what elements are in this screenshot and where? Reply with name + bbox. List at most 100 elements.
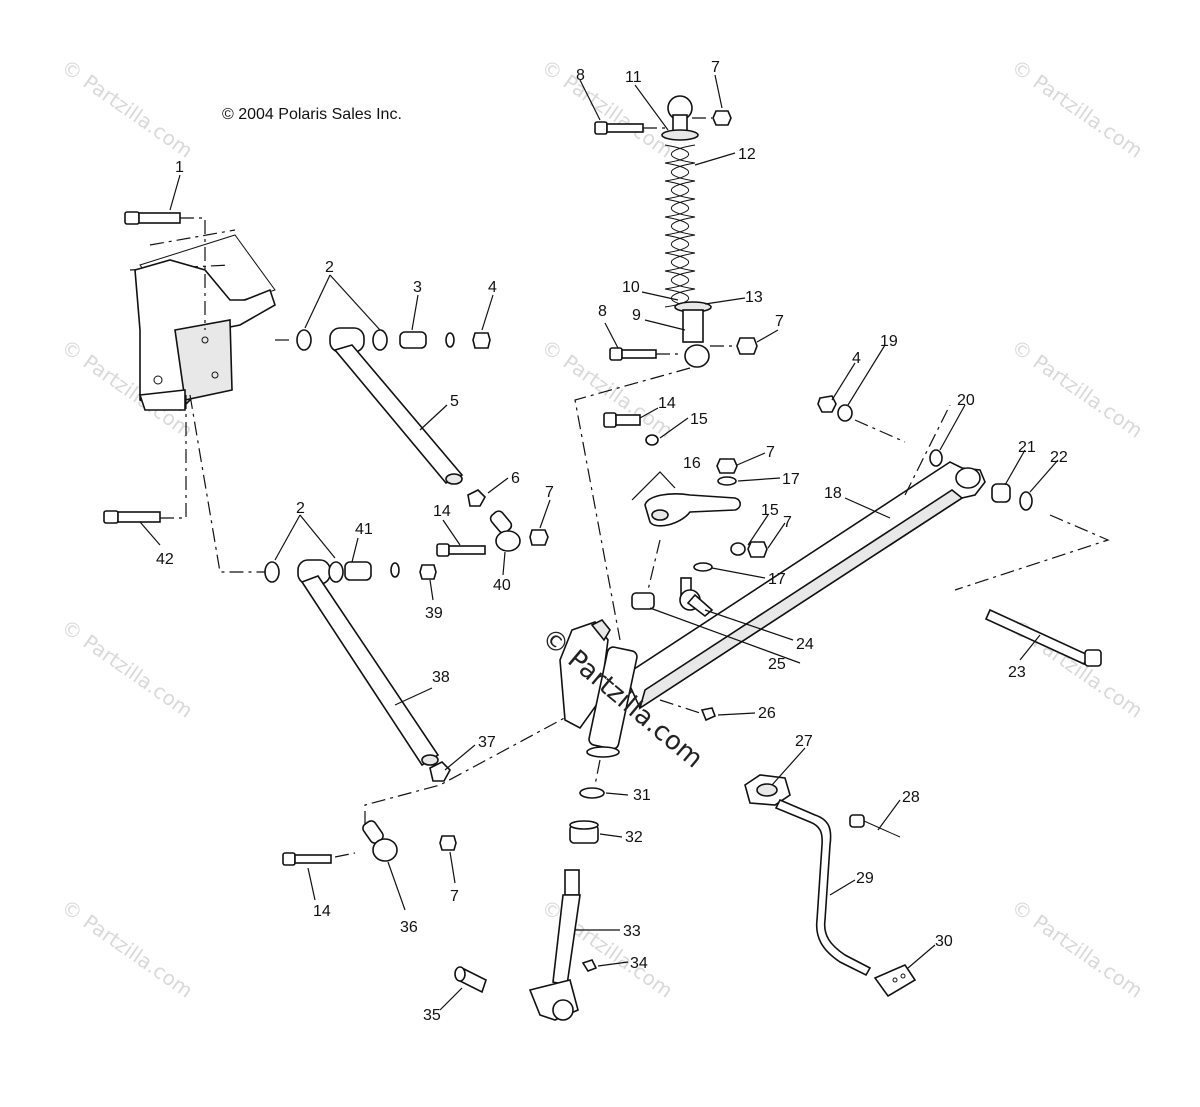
- callout-38: 38: [432, 669, 450, 686]
- nut-4-right: [817, 395, 837, 413]
- trailing-arm-18: [623, 461, 986, 710]
- bolt-8-top: [594, 121, 665, 135]
- callout-34: 34: [630, 955, 648, 972]
- pedal-assembly: [744, 774, 917, 998]
- callout-1: 1: [175, 159, 184, 176]
- washer-19: [837, 404, 853, 422]
- watermark: © Partzilla.com: [57, 894, 197, 1002]
- washer-17-lower: [693, 562, 713, 572]
- shock-absorber: [661, 95, 712, 368]
- lower-a-arm-38: [264, 559, 440, 767]
- callout-5: 5: [450, 393, 459, 410]
- callout-3: 3: [413, 279, 422, 296]
- dash-guide: [854, 419, 906, 443]
- dash-guide: [594, 759, 601, 786]
- steering-arm-16: [631, 471, 742, 527]
- watermark: © Partzilla.com: [57, 54, 197, 162]
- callout-labels: 1 2 3 4 5 6 7 8 11 7 12 10 13 9 8 7 14 1…: [156, 59, 1068, 1024]
- bolt-14-upper: [603, 412, 659, 446]
- callout-42: 42: [156, 551, 174, 568]
- callout-30: 30: [935, 933, 953, 950]
- callout-36: 36: [400, 919, 418, 936]
- leader-lines: [139, 74, 1059, 1011]
- upper-a-arm-5: [296, 327, 464, 485]
- callout-39: 39: [425, 605, 443, 622]
- callout-22: 22: [1050, 449, 1068, 466]
- fitting-34: [581, 959, 598, 972]
- callout-33: 33: [623, 923, 641, 940]
- callout-7: 7: [775, 313, 784, 330]
- watermark: © Partzilla.com: [1007, 54, 1147, 162]
- seal-22: [1019, 491, 1033, 511]
- washer-17: [717, 476, 737, 486]
- callout-16: 16: [683, 455, 701, 472]
- callout-31: 31: [633, 787, 651, 804]
- dash-guide: [659, 699, 701, 714]
- callout-10: 10: [622, 279, 640, 296]
- dash-guide: [364, 714, 571, 825]
- bushing-32: [569, 820, 599, 844]
- spindle-housing: [559, 618, 638, 758]
- bushing-21: [991, 483, 1011, 503]
- callout-41: 41: [355, 521, 373, 538]
- dash-guide: [904, 404, 951, 496]
- callout-37: 37: [478, 734, 496, 751]
- watermark: © Partzilla.com: [1007, 334, 1147, 442]
- rod-end-40: [489, 510, 549, 552]
- washer-31: [579, 787, 605, 799]
- washer-20: [929, 449, 943, 467]
- bushing-35: [454, 966, 487, 994]
- bushing-3: [399, 331, 491, 349]
- callout-15: 15: [761, 502, 779, 519]
- nut-37: [429, 761, 451, 782]
- callout-19: 19: [880, 333, 898, 350]
- callout-25: 25: [768, 656, 786, 673]
- callout-7: 7: [711, 59, 720, 76]
- callout-8: 8: [576, 67, 585, 84]
- callout-17: 17: [782, 471, 800, 488]
- grease-fitting-26: [700, 707, 717, 722]
- callout-12: 12: [738, 146, 756, 163]
- steering-post-33: [528, 869, 581, 1021]
- callout-23: 23: [1008, 664, 1026, 681]
- bolt-1: [124, 211, 206, 330]
- bolt-8-bottom: [609, 347, 682, 361]
- callout-11: 11: [625, 69, 642, 86]
- watermark-layer: © Partzilla.com © Partzilla.com © Partzi…: [57, 54, 1147, 1002]
- callout-7: 7: [450, 888, 459, 905]
- washer-15: [730, 542, 746, 556]
- callout-6: 6: [511, 470, 520, 487]
- dash-guide: [954, 514, 1110, 591]
- callout-13: 13: [745, 289, 763, 306]
- bushing-41: [344, 561, 437, 581]
- rod-end-36: [362, 820, 457, 862]
- callout-35: 35: [423, 1007, 441, 1024]
- callout-17: 17: [768, 571, 786, 588]
- nut-7-shock: [736, 337, 758, 355]
- watermark: © Partzilla.com: [1007, 894, 1147, 1002]
- frame-bracket: [129, 229, 276, 411]
- nut-7-mid: [747, 541, 768, 558]
- callout-8: 8: [598, 303, 607, 320]
- callout-27: 27: [795, 733, 813, 750]
- bolt-14-middle: [436, 543, 486, 557]
- callout-2: 2: [296, 500, 305, 517]
- callout-7: 7: [545, 484, 554, 501]
- bushing-25: [631, 539, 661, 610]
- callout-28: 28: [902, 789, 920, 806]
- callout-26: 26: [758, 705, 776, 722]
- callout-24: 24: [796, 636, 814, 653]
- watermark: © Partzilla.com: [537, 54, 677, 162]
- nut-7-top: [712, 110, 732, 126]
- copyright-notice: © 2004 Polaris Sales Inc.: [222, 106, 402, 123]
- callout-14: 14: [313, 903, 331, 920]
- callout-29: 29: [856, 870, 874, 887]
- callout-9: 9: [632, 307, 641, 324]
- callout-4: 4: [852, 350, 861, 367]
- dash-guide: [189, 394, 265, 573]
- bolt-42: [103, 395, 187, 524]
- dash-guide: [574, 367, 691, 641]
- callout-14: 14: [658, 395, 676, 412]
- watermark: © Partzilla.com: [57, 614, 197, 722]
